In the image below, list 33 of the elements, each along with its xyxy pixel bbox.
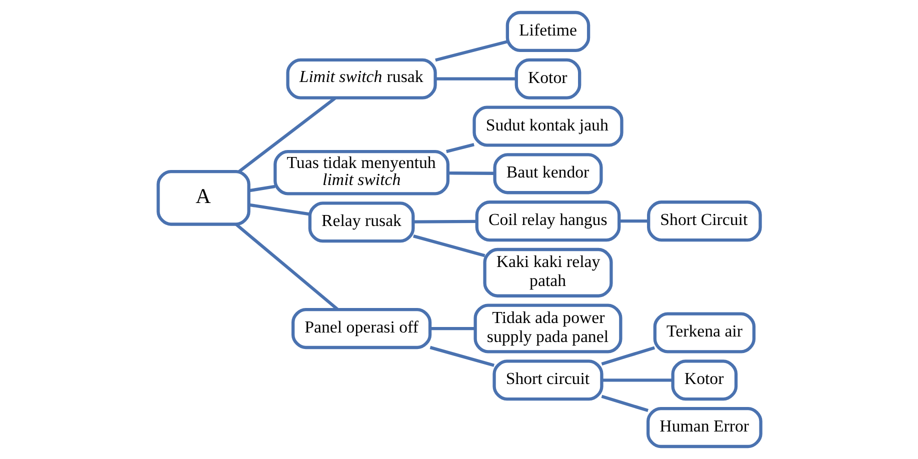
node-box: Relay rusak [308,202,414,243]
node-box: Coil relay hangus [474,200,620,242]
node-box: Lifetime [505,10,590,52]
node-box: Short Circuit [646,200,762,242]
connector [248,184,275,192]
connector [434,77,516,80]
connector [430,326,474,330]
node-box: Kotor [670,360,738,401]
connector [434,40,507,62]
node-box: Limit switch rusak [286,58,436,100]
connector [248,203,310,216]
connector [448,172,494,175]
node-box: Panel operasi off [290,308,432,350]
node-box: A [156,170,250,226]
node-box: Terkena air [652,312,756,354]
node-box: Sudut kontak jauh [472,106,623,147]
connector [234,223,338,311]
node-box: Kaki kaki relay patah [482,248,612,298]
node-box: Kotor [514,58,581,100]
connector [446,143,474,154]
connector [429,346,494,367]
connector [412,234,485,258]
node-box: Baut kendor [492,153,602,194]
connector [412,220,476,224]
node-box: Tidak ada power supply pada panel [473,304,622,354]
connector [618,219,648,223]
connector [601,378,672,382]
node-box: Human Error [646,407,762,448]
node-box: Tuas tidak menyentuh limit switch [273,150,449,196]
connector [238,96,336,173]
connector [600,346,655,366]
connector [600,394,648,412]
node-box: Short circuit [492,360,603,401]
